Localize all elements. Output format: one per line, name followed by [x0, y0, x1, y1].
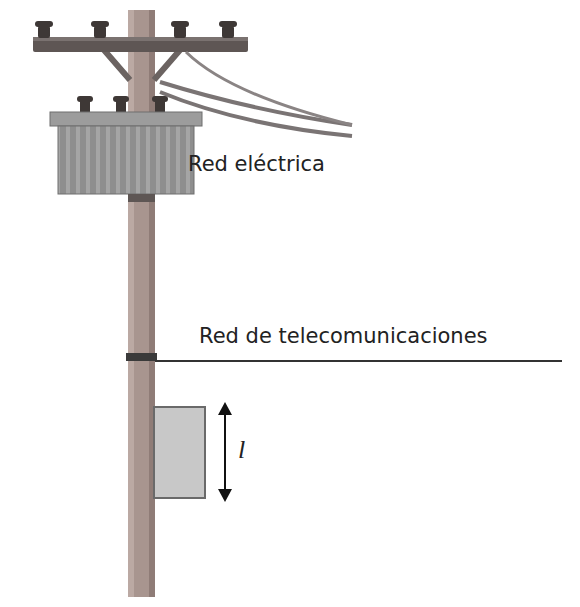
- telecom-cabinet: [154, 407, 205, 498]
- transformer-bushings: [77, 96, 168, 114]
- network-label: Red de telecomunicaciones: [199, 325, 488, 348]
- crossarm: [33, 37, 248, 52]
- transformer-bracket: [128, 194, 155, 202]
- cable-clamp: [126, 353, 157, 361]
- insulators: [35, 21, 237, 38]
- dimension-arrow: [218, 402, 232, 502]
- crossarm-highlight: [33, 37, 248, 41]
- power-wire: [186, 52, 352, 125]
- pole-highlight: [128, 10, 134, 597]
- telecom-line: [155, 360, 562, 362]
- transformer-lid: [50, 112, 202, 126]
- crossarm-brace: [104, 50, 180, 80]
- transformer-body: [58, 126, 194, 194]
- network-label: Red eléctrica: [188, 153, 325, 176]
- dimension-label: l: [238, 436, 245, 465]
- pole: [128, 10, 155, 597]
